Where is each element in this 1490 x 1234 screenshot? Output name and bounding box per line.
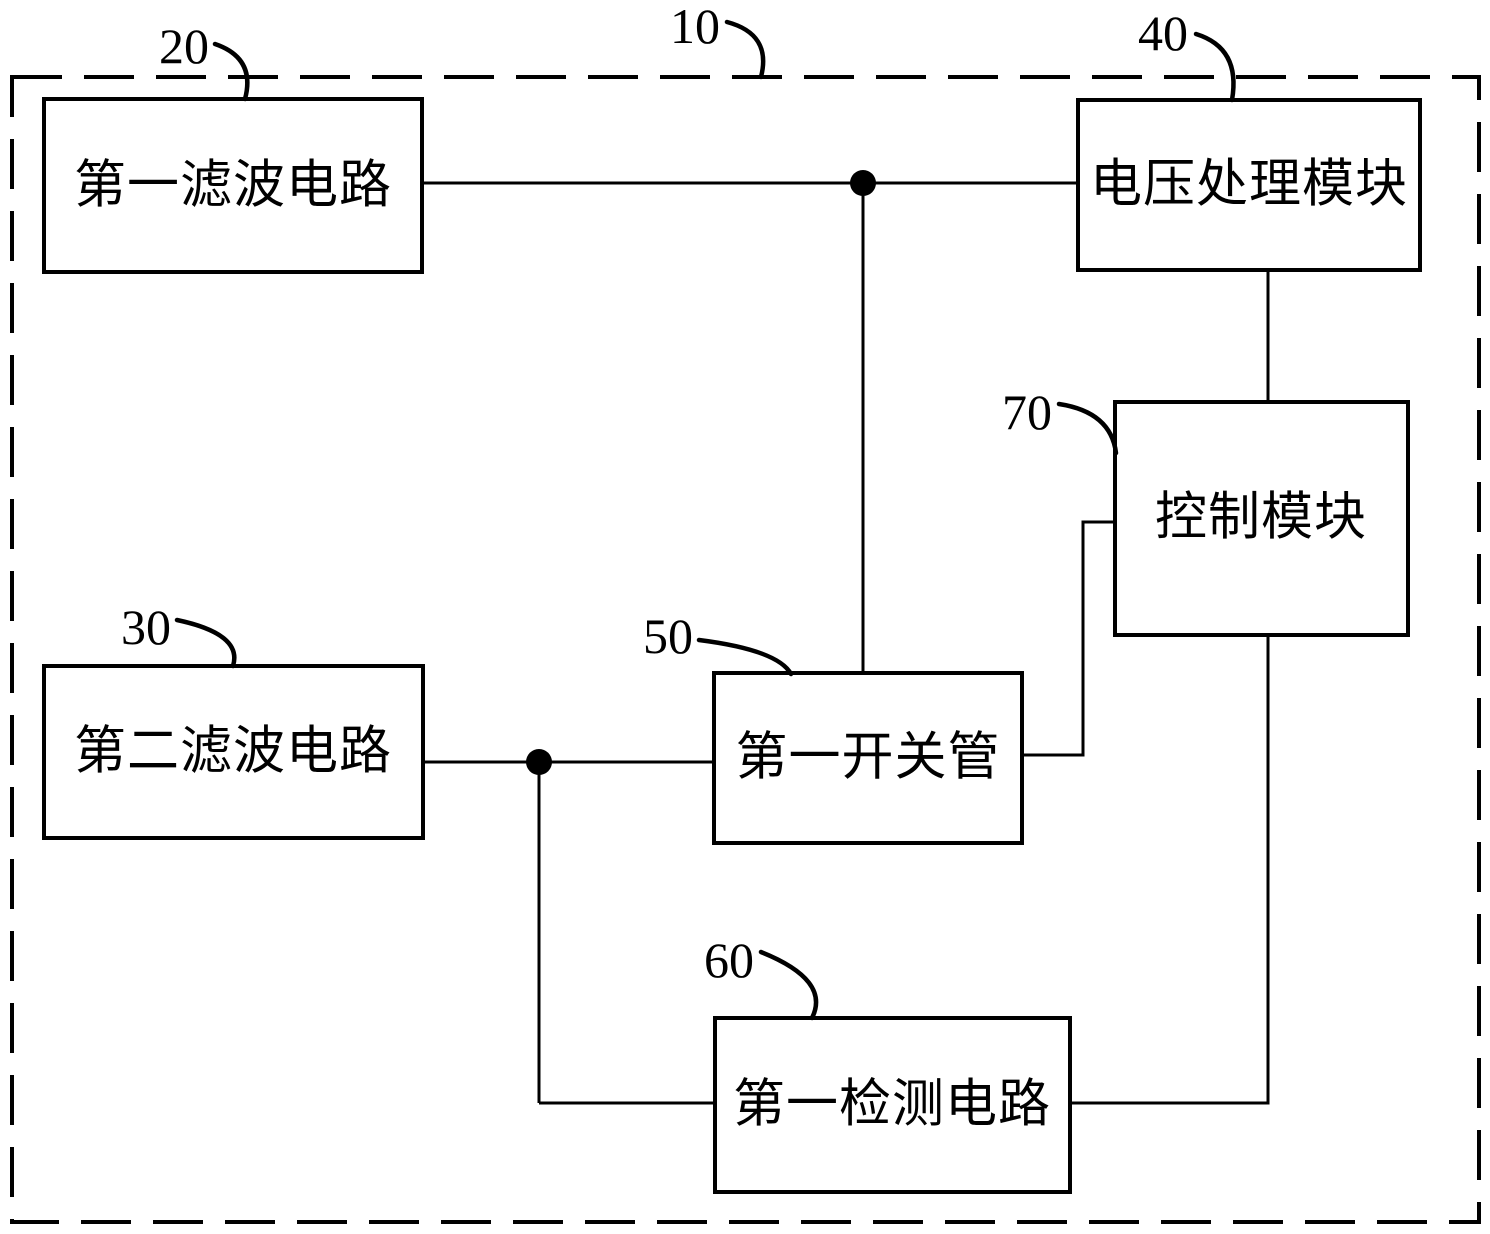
- block-voltage-processing-module: [1076, 98, 1422, 272]
- leader-curve-40: [1193, 31, 1236, 103]
- junction-dot-middle: [526, 749, 552, 775]
- block-second-filter-circuit: [42, 664, 425, 840]
- ref-label-60: 60: [704, 932, 754, 988]
- ref-label-20: 20: [159, 18, 209, 74]
- block-first-filter-circuit: [42, 97, 424, 274]
- ref-label-70: 70: [1002, 384, 1052, 440]
- block-label-voltage-processing-module: 电压处理模块: [1090, 157, 1408, 214]
- leader-curve-10: [724, 19, 766, 80]
- block-first-switch-tube: [712, 671, 1024, 845]
- leader-curve-20: [212, 41, 250, 102]
- block-first-detection-circuit: [713, 1016, 1072, 1194]
- ref-label-40: 40: [1138, 5, 1188, 61]
- block-control-module: [1113, 400, 1410, 637]
- wire-switch-to-control: [1022, 520, 1115, 757]
- leader-curve-50: [696, 637, 794, 677]
- dashed-boundary: [10, 75, 1481, 1224]
- block-label-first-detection-circuit: 第一检测电路: [733, 1077, 1051, 1134]
- block-label-second-filter-circuit: 第二滤波电路: [74, 724, 392, 781]
- ref-label-30: 30: [121, 599, 171, 655]
- leader-curve-30: [174, 617, 237, 669]
- block-label-control-module: 控制模块: [1155, 490, 1367, 547]
- junction-dot-top: [850, 170, 876, 196]
- ref-label-50: 50: [643, 608, 693, 664]
- leader-curve-70: [1056, 401, 1119, 456]
- block-label-first-switch-tube: 第一开关管: [735, 730, 1000, 787]
- block-label-first-filter-circuit: 第一滤波电路: [74, 158, 392, 215]
- ref-label-10: 10: [670, 0, 720, 54]
- leader-curve-60: [758, 949, 819, 1021]
- wire-control-to-detection: [1070, 635, 1270, 1105]
